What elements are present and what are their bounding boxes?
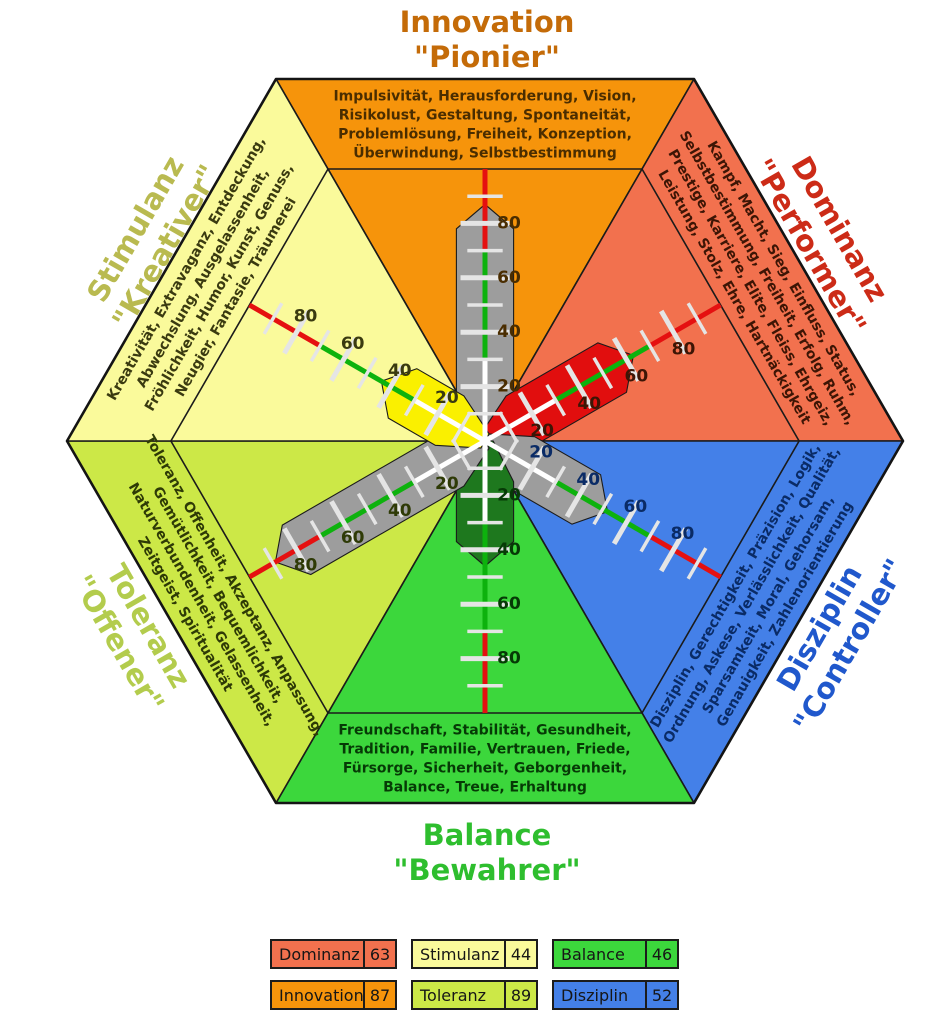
hexagon-chart-canvas: 20 40 60 80 20 40 60 80 20 40 60 80 20 40 60 80 20 40 60 80…: [65, 5, 912, 887]
axis-band-stimulanz: [248, 302, 322, 348]
axis-tick: [376, 472, 406, 518]
inner-hexagon-line: [169, 168, 801, 714]
axis-band-toleranz: [413, 438, 487, 484]
axis-tick-label: 20: [435, 474, 459, 494]
axis-tick: [329, 500, 359, 546]
legend-value: 63: [363, 941, 395, 967]
axis-tick: [309, 329, 331, 362]
axis-tick: [498, 438, 519, 471]
axis-tick: [611, 500, 641, 546]
axis-tick: [659, 527, 688, 573]
axis-tick: [262, 547, 284, 580]
axis-tick-label: 20: [530, 421, 554, 441]
sector-traits-innovation: Impulsivität, Herausforderung, Vision,Ri…: [333, 89, 636, 162]
axis-tick: [686, 547, 708, 580]
axis-tick-label: 80: [671, 524, 695, 544]
axis-tick: [564, 472, 594, 518]
legend-item-innovation: Innovation 87: [270, 980, 397, 1010]
axis-tick: [639, 329, 661, 362]
legend: Dominanz 63 Stimulanz 44 Balance 46 Inno…: [0, 939, 949, 1010]
legend-value: 87: [363, 982, 395, 1008]
axis-tick: [423, 445, 453, 491]
axis-tick: [611, 336, 641, 382]
sector-traits-balance: Freundschaft, Stabilität, Gesundheit,Tra…: [338, 723, 631, 796]
axis-tick: [517, 391, 547, 437]
axis-tick-label: 80: [294, 555, 318, 575]
axis-tick: [545, 384, 567, 417]
outer-hexagon-border: [65, 77, 905, 805]
axis-tick: [659, 309, 688, 355]
axis-tick-label: 80: [497, 649, 521, 669]
axis-tick-label: 40: [576, 470, 600, 490]
legend-value: 52: [645, 982, 677, 1008]
legend-item-toleranz: Toleranz 89: [411, 980, 538, 1010]
axis-tick: [564, 364, 594, 410]
sector-title-innovation: Innovation"Pionier": [400, 5, 575, 74]
axis-tick-label: 20: [497, 377, 521, 397]
legend-label: Balance: [561, 944, 625, 964]
axis-tick-label: 60: [624, 367, 648, 387]
axis-tick-label: 60: [341, 528, 365, 548]
axis-tick: [592, 492, 614, 526]
axis-tick: [356, 356, 378, 390]
axis-tick: [592, 356, 614, 390]
axis-tick: [262, 302, 284, 335]
legend-row: Dominanz 63 Stimulanz 44 Balance 46: [270, 939, 679, 969]
sector-title-balance: Balance"Bewahrer": [393, 818, 580, 887]
axis-tick-label: 80: [294, 307, 318, 327]
axis-tick-label: 60: [341, 334, 365, 354]
axis-tick: [545, 465, 567, 498]
legend-item-disziplin: Disziplin 52: [552, 980, 679, 1010]
axis-tick: [451, 438, 472, 471]
axis-tick-label: 40: [497, 540, 521, 560]
legend-value: 89: [504, 982, 536, 1008]
axis-tick-label: 60: [497, 268, 521, 288]
axis-tick: [376, 364, 406, 410]
axis-tick: [329, 336, 359, 382]
legend-label: Innovation: [279, 985, 363, 1005]
legend-item-balance: Balance 46: [552, 939, 679, 969]
axis-band-toleranz: [248, 534, 322, 580]
legend-item-stimulanz: Stimulanz 44: [411, 939, 538, 969]
legend-label: Stimulanz: [420, 944, 500, 964]
legend-value: 44: [504, 941, 536, 967]
legend-value: 46: [645, 941, 677, 967]
axis-tick: [309, 520, 331, 553]
axis-tick: [403, 465, 425, 498]
axis-tick: [403, 384, 425, 417]
axis-tick-label: 20: [497, 485, 521, 505]
axis-tick-label: 20: [435, 388, 459, 408]
axis-band-stimulanz: [413, 398, 487, 444]
axis-tick: [686, 302, 708, 335]
axis-tick: [282, 309, 311, 355]
axis-tick-label: 80: [672, 340, 696, 360]
axis-band-dominanz: [648, 302, 722, 348]
axis-band-dominanz: [483, 398, 557, 444]
legend-row: Innovation 87 Toleranz 89 Disziplin 52: [270, 980, 679, 1010]
legend-label: Disziplin: [561, 985, 629, 1005]
axis-tick: [639, 520, 661, 553]
axis-tick: [451, 411, 472, 444]
axis-tick-label: 60: [497, 594, 521, 614]
axis-band-disziplin: [483, 438, 557, 484]
legend-label: Toleranz: [420, 985, 487, 1005]
axis-tick: [517, 445, 547, 491]
axis-tick: [498, 411, 519, 444]
axis-tick: [282, 527, 311, 573]
axis-tick-label: 40: [497, 322, 521, 342]
axis-tick: [356, 492, 378, 526]
axis-band-disziplin: [648, 534, 722, 580]
axis-tick-label: 60: [623, 497, 647, 517]
axis-tick-label: 20: [529, 443, 553, 463]
axis-tick-label: 40: [388, 361, 412, 381]
legend-item-dominanz: Dominanz 63: [270, 939, 397, 969]
axis-tick-label: 40: [577, 394, 601, 414]
legend-label: Dominanz: [279, 944, 360, 964]
axis-tick-label: 80: [497, 213, 521, 233]
axis-tick-label: 40: [388, 501, 412, 521]
axis-tick: [423, 391, 453, 437]
